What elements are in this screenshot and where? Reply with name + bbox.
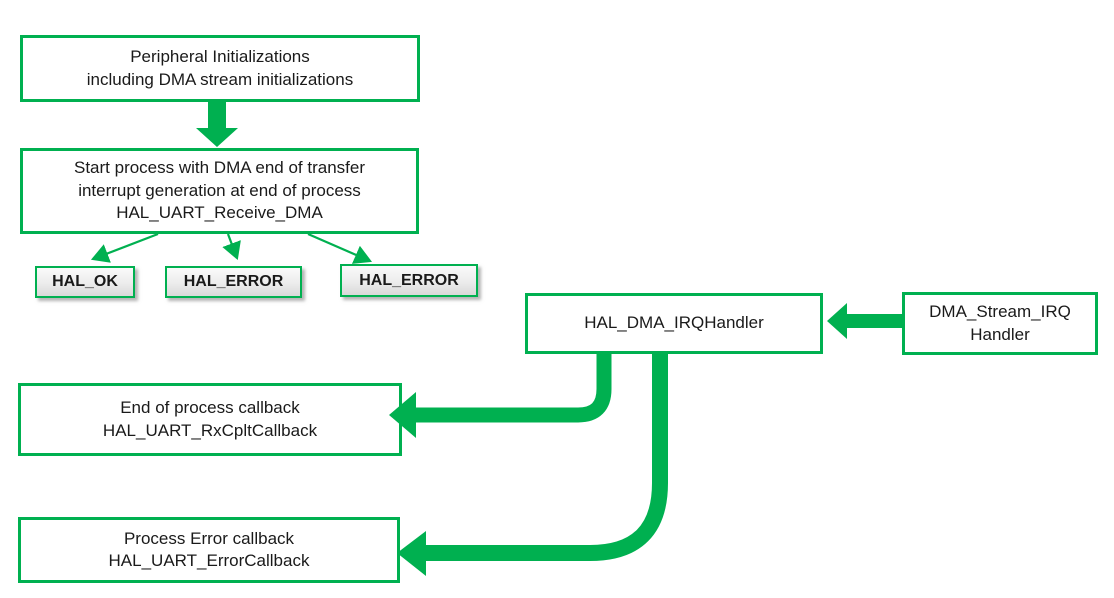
node-text-line: Handler — [970, 324, 1030, 344]
status-label: HAL_ERROR — [359, 271, 459, 289]
node-process-error-callback: Process Error callback HAL_UART_ErrorCal… — [18, 517, 400, 583]
elbow-path-error — [426, 351, 668, 561]
node-end-of-process-callback: End of process callback HAL_UART_RxCpltC… — [18, 383, 402, 456]
arrow-to-hal-error-2 — [307, 232, 373, 264]
arrow-init-to-start — [196, 100, 238, 147]
elbow-path-rxcplt — [416, 351, 612, 423]
arrow-to-hal-error-1 — [222, 233, 241, 261]
node-text-line: Start process with DMA end of transfer — [73, 158, 365, 178]
elbow-arrow-to-rxcplt-callback — [389, 351, 612, 438]
arrowhead-error — [397, 531, 426, 576]
node-text-line: HAL_UART_Receive_DMA — [116, 203, 323, 223]
node-text-line: HAL_DMA_IRQHandler — [584, 313, 764, 333]
node-text-line: Peripheral Initializations — [130, 47, 310, 67]
node-text-line: End of process callback — [120, 398, 300, 418]
arrow-to-hal-ok — [90, 232, 159, 263]
status-label: HAL_OK — [52, 273, 118, 290]
node-hal-dma-irq-handler: HAL_DMA_IRQHandler — [525, 293, 823, 354]
arrow-stream-to-dma-handler — [827, 303, 902, 339]
node-start-process: Start process with DMA end of transfer i… — [20, 148, 419, 234]
elbow-arrow-to-error-callback — [397, 351, 668, 576]
node-peripheral-init: Peripheral Initializations including DMA… — [20, 35, 420, 102]
node-text-line: DMA_Stream_IRQ — [929, 302, 1071, 322]
node-text-line: HAL_UART_RxCpltCallback — [102, 420, 318, 440]
node-text-line: interrupt generation at end of process — [78, 180, 361, 200]
node-text-line: HAL_UART_ErrorCallback — [108, 551, 310, 570]
node-text-line: including DMA stream initializations — [86, 69, 354, 89]
node-dma-stream-irq-handler: DMA_Stream_IRQ Handler — [902, 292, 1098, 355]
status-return-arrows — [90, 232, 373, 264]
status-box-hal-error-1: HAL_ERROR — [165, 266, 302, 298]
status-label: HAL_ERROR — [183, 273, 284, 290]
node-text-line: Process Error callback — [123, 528, 295, 548]
status-box-hal-error-2: HAL_ERROR — [340, 264, 478, 297]
status-box-hal-ok: HAL_OK — [35, 266, 135, 298]
